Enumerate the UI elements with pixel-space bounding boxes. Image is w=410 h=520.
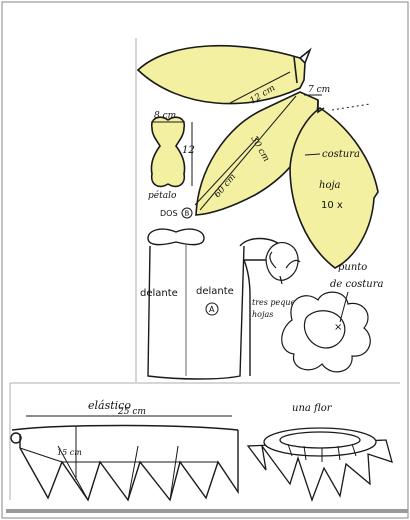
back-marker-circle [181, 207, 193, 219]
petal-shape [150, 116, 186, 188]
leaf-count-label: 10 x [321, 200, 343, 211]
stitch-pointer [339, 291, 349, 323]
small-leaves-label-1: tres pequeñas [252, 298, 309, 307]
open-flower [246, 427, 393, 502]
stitch-marker: × [334, 322, 342, 333]
petal-height-label: 12 [182, 145, 195, 156]
elastic-length-label: 25 cm [117, 407, 146, 417]
rosette-inner [303, 310, 346, 349]
seam-pointer [304, 153, 321, 156]
waistband [11, 424, 239, 431]
side-seam [243, 259, 251, 376]
stitch-point-label-2: de costura [330, 279, 383, 290]
body-shape [147, 245, 245, 380]
leaf-fold-top [293, 56, 298, 84]
small-leaves-label-2: hojas [252, 310, 273, 319]
pattern-edge [9, 38, 400, 500]
small-leaf-veins [269, 251, 301, 285]
front-right-label: delante [196, 286, 234, 297]
small-leaves [265, 241, 301, 285]
back-marker: B [185, 210, 190, 218]
skirt-panel-tops [19, 447, 218, 463]
skirt-height-label: 15 cm [57, 448, 82, 457]
petal-width-label: 8 cm [154, 111, 176, 121]
seam-label: costura [322, 149, 360, 160]
skirt [10, 424, 239, 502]
leaf-dimensions [194, 71, 371, 211]
petal-label: pétalo [148, 190, 177, 201]
flower-label: una flor [292, 403, 333, 414]
stitch-point-label-1: punto [338, 262, 367, 273]
elastic-knot [10, 432, 22, 444]
leaf-label: hoja [319, 180, 341, 191]
dim-line-leaf-outer [194, 136, 259, 206]
front-marker-circle [205, 302, 219, 316]
front-left-label: delante [140, 288, 178, 299]
rosette-flower [281, 291, 371, 373]
skirt-fold-lines [57, 445, 179, 501]
leaf-group [136, 44, 379, 269]
flower-ruffles [287, 443, 357, 462]
leaf-joint [317, 100, 325, 114]
collar-shape [147, 228, 205, 246]
dotted-guide [331, 103, 371, 111]
leaf-shape-top [136, 44, 306, 105]
back-label: DOS [160, 209, 178, 218]
small-leaf-1 [265, 241, 299, 281]
skirt-zigzag-hem [19, 430, 239, 502]
dim-line-leaf-inner [199, 95, 297, 211]
leaf-stem-label: 7 cm [308, 85, 330, 95]
leaf-shape-hanging [289, 107, 379, 269]
dim-line-leaf-width [229, 71, 291, 104]
front-marker: A [209, 305, 215, 314]
elastic-label: elástico [88, 399, 131, 412]
leaf-stem-top [299, 47, 312, 64]
flower-center [279, 431, 361, 449]
